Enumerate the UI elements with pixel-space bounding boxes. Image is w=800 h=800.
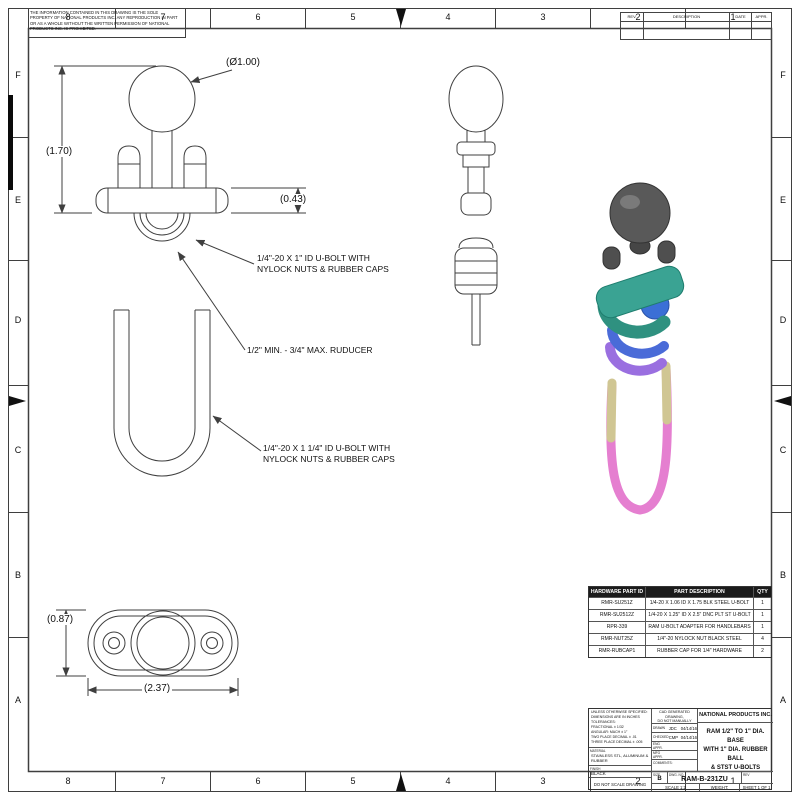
- cad-note: CAD GENERATED DRAWING, DO NOT MANUALLY U…: [651, 709, 697, 723]
- weight-box: WEIGHT:: [699, 783, 739, 791]
- material-box: MATERIAL STAINLESS STL, ALUMINUM & RUBBE…: [589, 747, 651, 765]
- do-not-scale-box: DO NOT SCALE DRAWING: [589, 777, 651, 791]
- zone-right-c: C: [779, 445, 787, 455]
- render-cap-left: [602, 246, 621, 270]
- zone-top-7: 7: [160, 12, 166, 22]
- large-ubolt-view: [113, 309, 211, 477]
- drawing-border: [8, 8, 792, 792]
- dimension-lines: [54, 65, 306, 696]
- revision-table: REV. DESCRIPTION DATE APPR.: [620, 12, 772, 40]
- zone-right-b: B: [779, 570, 786, 580]
- zone-left-f: F: [15, 70, 21, 80]
- table-row: RPR-339 RAM U-BOLT ADAPTER FOR HANDLEBAR…: [589, 621, 771, 633]
- zone-top-5: 5: [350, 12, 356, 22]
- zone-right-f: F: [780, 70, 786, 80]
- dim-plate-length: (2.37): [142, 683, 173, 694]
- zone-left-b: B: [14, 570, 21, 580]
- centering-marks: [9, 9, 791, 791]
- scale-box: SCALE 1:2: [651, 783, 699, 791]
- zone-left-a: A: [14, 695, 21, 705]
- zone-top-2: 2: [635, 12, 641, 22]
- zone-left-d: D: [14, 315, 22, 325]
- zone-right-e: E: [779, 195, 786, 205]
- proprietary-note: THE INFORMATION CONTAINED IN THIS DRAWIN…: [30, 10, 178, 31]
- hardware-table-header: HARDWARE PART ID PART DESCRIPTION QTY: [589, 587, 771, 597]
- table-row: RMR-SU2512Z 1/4-20 X 1.25" ID X 2.5" DNC…: [589, 609, 771, 621]
- callout-small-ubolt-line2: NYLOCK NUTS & RUBBER CAPS: [257, 264, 389, 274]
- table-row: RMR-NUT25Z 1/4"-20 NYLOCK NUT BLACK STEE…: [589, 633, 771, 645]
- dwg-no-box: DWG. NO. RAM-B-231ZU: [667, 771, 741, 783]
- drawn-row: DRAWN JDC 04/14/16: [651, 723, 697, 732]
- render-ball-highlight: [620, 195, 640, 209]
- zone-top-6: 6: [255, 12, 261, 22]
- render-ring-purple: [605, 342, 667, 376]
- dim-overall-height: (1.70): [44, 146, 75, 157]
- callout-large-ubolt-line1: 1/4"-20 X 1 1/4" ID U-BOLT WITH: [263, 443, 391, 453]
- dim-ball-diameter: (Ø1.00): [224, 57, 262, 68]
- zone-left-e: E: [14, 195, 21, 205]
- callout-reducer: 1/2" MIN. - 3/4" MAX. RUDUCER: [247, 345, 373, 355]
- title-block: UNLESS OTHERWISE SPECIFIED: DIMENSIONS A…: [588, 708, 773, 791]
- hardware-table: HARDWARE PART ID PART DESCRIPTION QTY RM…: [588, 586, 772, 658]
- hw-header-part-id: HARDWARE PART ID: [590, 589, 644, 595]
- rev-col-appr: APPR.: [751, 13, 771, 21]
- hw-header-qty: QTY: [753, 587, 771, 597]
- dim-base-thickness: (0.43): [278, 194, 309, 205]
- front-view: [95, 65, 229, 242]
- render-ubolt-sleeve-right: [661, 361, 672, 425]
- tolerance-note: UNLESS OTHERWISE SPECIFIED: DIMENSIONS A…: [591, 710, 648, 745]
- drawing-title: RAM 1/2" TO 1" DIA. BASE WITH 1" DIA. RU…: [697, 722, 773, 771]
- zone-bottom-6: 6: [255, 776, 261, 786]
- zone-bottom-2: 2: [635, 776, 641, 786]
- zone-bottom-7: 7: [160, 776, 166, 786]
- zone-bottom-3: 3: [540, 776, 546, 786]
- zone-top-3: 3: [540, 12, 546, 22]
- finish-box: FINISH BLACK: [589, 765, 651, 777]
- dim-plate-width: (0.87): [45, 614, 76, 625]
- side-view: [448, 65, 504, 346]
- rev-col-date: DATE: [729, 13, 751, 21]
- zone-left-c: C: [14, 445, 22, 455]
- zone-top-1: 1: [730, 12, 736, 22]
- table-row: RMR-RUBCAP1 RUBBER CAP FOR 1/4" HARDWARE…: [589, 645, 771, 657]
- zone-right-a: A: [779, 695, 786, 705]
- callout-large-ubolt-line2: NYLOCK NUTS & RUBBER CAPS: [263, 454, 395, 464]
- revision-empty-row: [621, 22, 771, 40]
- hw-header-description: PART DESCRIPTION: [645, 587, 753, 597]
- render-ball-gray: [609, 182, 671, 244]
- eng-appr-row: ENG APPR.: [651, 741, 697, 750]
- zone-bottom-5: 5: [350, 776, 356, 786]
- fold-bar: [8, 95, 13, 190]
- render-ubolt-sleeve-left: [606, 378, 617, 443]
- render-ubolt-pink: [606, 363, 672, 515]
- sheet-box: SHEET 1 OF 1: [739, 783, 773, 791]
- render-3d: [595, 182, 685, 515]
- render-cap-right: [657, 240, 676, 264]
- rev-col-rev: REV.: [627, 14, 637, 19]
- zone-bottom-8: 8: [65, 776, 71, 786]
- callout-small-ubolt-line1: 1/4"-20 X 1" ID U-BOLT WITH: [257, 253, 370, 263]
- checked-row: CHECKED CMP 04/14/16: [651, 732, 697, 741]
- rev-box: REV: [741, 771, 773, 783]
- bottom-view: [87, 609, 239, 677]
- rev-col-description: DESCRIPTION: [643, 13, 729, 21]
- company-name: NATIONAL PRODUCTS INC.: [697, 709, 773, 722]
- zone-bottom-1: 1: [730, 776, 736, 786]
- render-base-teal: [595, 265, 685, 319]
- zone-bottom-4: 4: [445, 776, 451, 786]
- zone-top-8: 8: [65, 12, 71, 22]
- table-row: RMR-SU251Z 1/4-20 X 1.06 ID X 1.75 BLK S…: [589, 597, 771, 609]
- comments-box: COMMENTS:: [651, 759, 697, 771]
- zone-top-4: 4: [445, 12, 451, 22]
- render-ring-blue: [607, 325, 669, 359]
- size-box: SIZE B: [651, 771, 667, 783]
- zone-right-d: D: [779, 315, 787, 325]
- mfg-appr-row: MFG APPR.: [651, 750, 697, 759]
